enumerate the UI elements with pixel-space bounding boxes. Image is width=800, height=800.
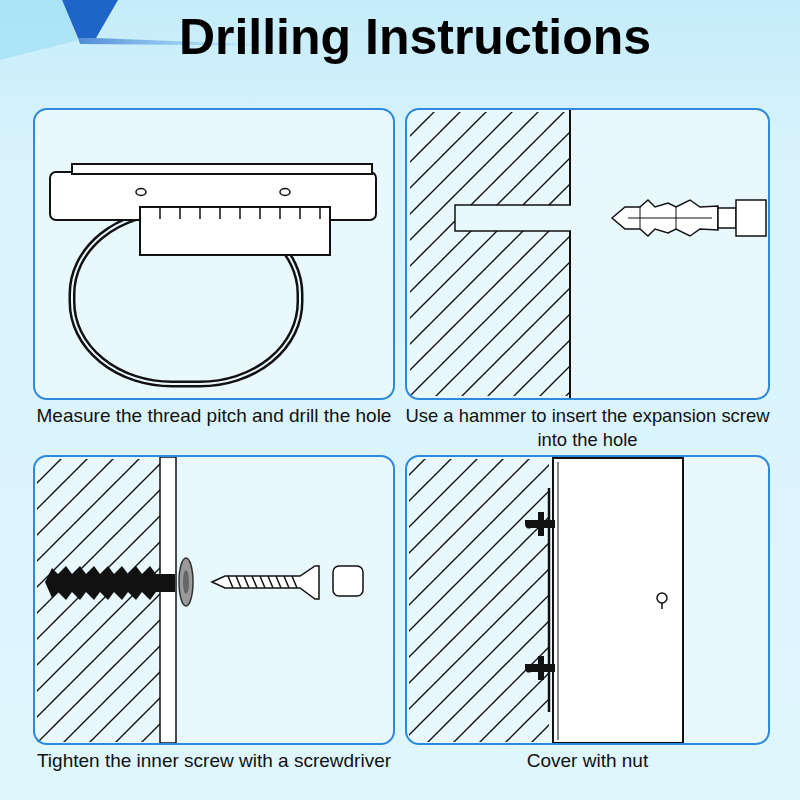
wall-surface: [569, 110, 571, 398]
plug-detail: [628, 207, 712, 229]
panel-fill: [406, 456, 769, 744]
header-glow: [0, 0, 78, 60]
screw-cap: [333, 566, 363, 596]
bracket-top: [72, 164, 372, 174]
cabinet-lock: [657, 593, 667, 603]
panel-fills: [34, 109, 769, 744]
plug-collar: [718, 208, 736, 228]
ruler-tab: [140, 207, 330, 255]
washer-hole: [183, 570, 189, 594]
step-caption: Tighten the inner screw with a screwdriv…: [31, 749, 397, 774]
wall-board: [160, 457, 176, 743]
mount-hook: [538, 512, 544, 536]
screw-hole: [280, 189, 290, 196]
cabinet-lock: [661, 603, 663, 609]
screw-thread: [228, 576, 297, 588]
wall-hatch: [37, 459, 161, 742]
mount-hook: [538, 656, 544, 680]
wall-hole-illustration: [410, 110, 766, 398]
screw-tighten-illustration: [37, 457, 363, 743]
step-caption: Measure the thread pitch and drill the h…: [31, 404, 397, 429]
drilled-hole-outline: [455, 205, 571, 231]
page-title: Drilling Instructions: [0, 10, 800, 65]
step-caption: Use a hammer to insert the expansion scr…: [403, 404, 772, 452]
screw-head: [736, 200, 766, 236]
wall-hatch: [409, 459, 549, 742]
panel-fill: [406, 109, 769, 399]
ruler-ticks: [160, 207, 320, 219]
screw: [212, 566, 319, 599]
panel-fill: [34, 456, 394, 744]
wall-hatch: [410, 112, 570, 396]
instruction-panel: Cover with nut: [405, 455, 770, 745]
installed-anchor: [45, 566, 175, 600]
washer: [179, 558, 193, 606]
instruction-panel: Use a hammer to insert the expansion scr…: [405, 108, 770, 400]
drilled-hole: [455, 205, 571, 231]
instruction-panel: Measure the thread pitch and drill the h…: [33, 108, 395, 400]
mounted-cabinet-illustration: [409, 458, 683, 743]
towel-ring-illustration: [50, 164, 376, 384]
panel-fill: [34, 109, 394, 399]
instruction-panel: Tighten the inner screw with a screwdriv…: [33, 455, 395, 745]
step-caption: Cover with nut: [403, 749, 772, 774]
cabinet: [553, 458, 683, 743]
screw-hole: [136, 189, 146, 196]
cabinet-edge: [558, 462, 559, 740]
expansion-plug: [612, 200, 718, 236]
